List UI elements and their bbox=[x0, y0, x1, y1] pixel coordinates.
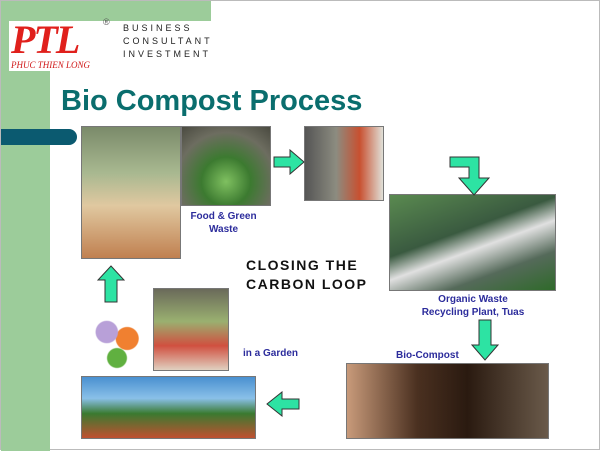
arrow-right-icon bbox=[273, 149, 305, 175]
label-bio-compost: Bio-Compost bbox=[396, 350, 459, 361]
arrow-up-icon bbox=[97, 265, 125, 303]
logo-subtitle: PHUC THIEN LONG bbox=[11, 60, 91, 70]
registered-mark: ® bbox=[103, 17, 110, 27]
photo-bio-compost bbox=[346, 363, 549, 439]
label-line: Waste bbox=[208, 224, 239, 235]
green-band-left bbox=[1, 1, 50, 451]
loop-line: CARBON LOOP bbox=[246, 276, 368, 292]
photo-recycling-plant bbox=[389, 194, 556, 291]
photo-garden bbox=[81, 376, 256, 439]
label-line: Organic Waste bbox=[438, 294, 508, 305]
photo-food-waste bbox=[81, 126, 181, 259]
arrow-down-icon bbox=[471, 319, 499, 361]
page-title: Bio Compost Process bbox=[61, 85, 363, 117]
photo-market bbox=[153, 288, 229, 371]
closing-loop-text: CLOSING THE CARBON LOOP bbox=[246, 256, 368, 294]
arrow-bent-down-icon bbox=[449, 156, 491, 196]
logo-ptl: PTL bbox=[11, 17, 80, 62]
tagline-business: BUSINESS bbox=[123, 23, 193, 33]
label-line: Recycling Plant, Tuas bbox=[421, 307, 525, 318]
label-garden: in a Garden bbox=[243, 348, 299, 359]
logo-area bbox=[9, 21, 211, 71]
accent-bar bbox=[1, 129, 77, 145]
tagline-investment: INVESTMENT bbox=[123, 49, 212, 59]
arrow-left-icon bbox=[266, 391, 300, 417]
loop-line: CLOSING THE bbox=[246, 257, 359, 273]
tagline-consultant: CONSULTANT bbox=[123, 36, 213, 46]
cartoon-vegetables bbox=[83, 306, 151, 371]
photo-truck bbox=[304, 126, 384, 201]
photo-shredder bbox=[181, 126, 271, 206]
label-line: Food & Green bbox=[190, 211, 257, 222]
